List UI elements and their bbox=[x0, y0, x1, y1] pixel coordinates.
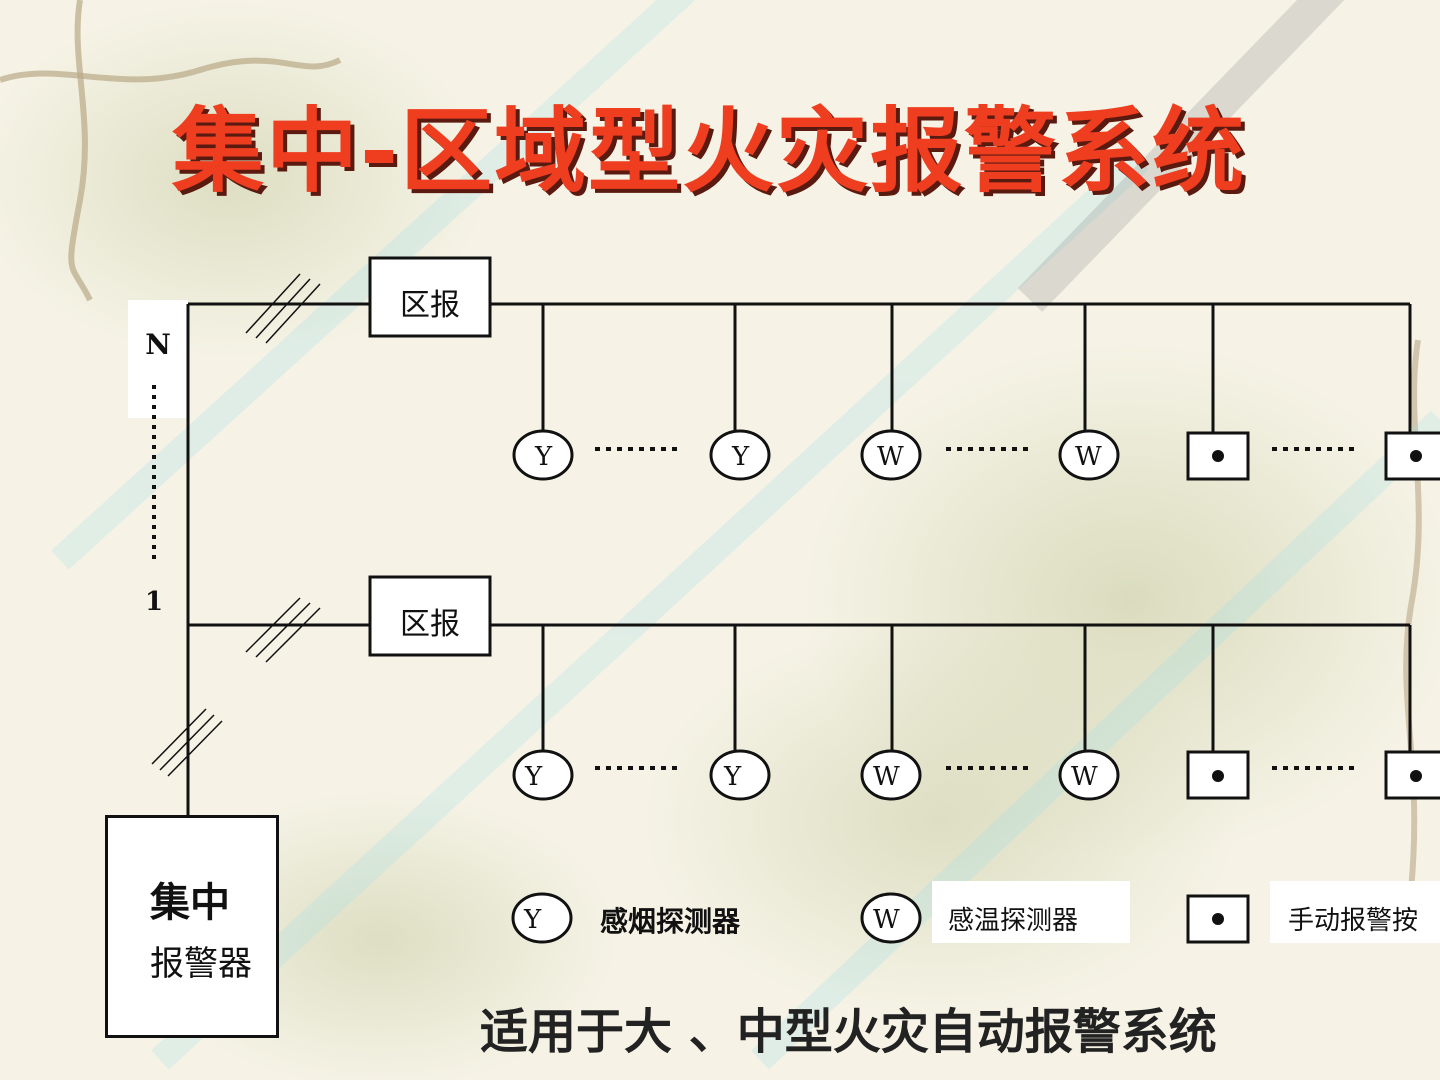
heat-detector-letter: W bbox=[1071, 762, 1098, 792]
central-controller-box: 集中 报警器 bbox=[105, 815, 279, 1038]
heat-detector-symbol bbox=[860, 429, 922, 481]
heat-detector-symbol bbox=[1058, 749, 1120, 801]
central-controller-line2: 报警器 bbox=[150, 944, 252, 984]
zone-row-bottom: Y Y W W bbox=[188, 575, 1440, 801]
heat-detector-symbol bbox=[860, 749, 922, 801]
page-title: 集中-区域型火灾报警系统 bbox=[172, 98, 1247, 205]
smoke-detector-symbol bbox=[709, 749, 771, 801]
zone-controller-label-top: 区报 bbox=[400, 288, 460, 323]
zone-row-top: Y Y W W bbox=[188, 256, 1440, 481]
manual-call-point-symbol bbox=[1384, 431, 1440, 481]
heat-detector-letter: W bbox=[1075, 442, 1102, 472]
legend-heat-backing bbox=[932, 881, 1130, 943]
numbering-bottom: 1 bbox=[145, 587, 163, 617]
cable-mark bbox=[245, 597, 321, 663]
cable-mark bbox=[151, 708, 223, 777]
numbering-top: N bbox=[145, 328, 171, 361]
smoke-detector-letter: Y bbox=[731, 442, 750, 472]
legend-manual-label: 手动报警按 bbox=[1288, 906, 1419, 936]
legend-heat-letter: W bbox=[873, 905, 900, 935]
legend-heat-label: 感温探测器 bbox=[948, 906, 1079, 936]
zone-controller-box bbox=[368, 256, 492, 338]
central-controller-line1: 集中 bbox=[150, 879, 230, 926]
cable-mark bbox=[245, 273, 321, 344]
legend-smoke-letter: Y bbox=[523, 905, 542, 935]
smoke-detector-symbol bbox=[512, 749, 574, 801]
legend-heat-symbol bbox=[860, 892, 922, 944]
smoke-detector-symbol bbox=[512, 429, 574, 481]
heat-detector-symbol bbox=[1058, 429, 1120, 481]
legend-manual-backing: 手动报警按 bbox=[1270, 881, 1440, 943]
legend-smoke-label: 感烟探测器 bbox=[600, 905, 741, 938]
footer-caption: 适用于大 、中型火灾自动报警系统 bbox=[480, 1004, 1217, 1060]
heat-detector-letter: W bbox=[877, 442, 904, 472]
zone-controller-label-bottom: 区报 bbox=[400, 607, 460, 642]
zone-controller-box bbox=[368, 575, 492, 657]
smoke-detector-letter: Y bbox=[534, 442, 553, 472]
smoke-detector-letter: Y bbox=[524, 762, 543, 792]
numbering-backing bbox=[128, 300, 188, 418]
legend-smoke-symbol bbox=[511, 892, 573, 944]
smoke-detector-symbol bbox=[709, 429, 771, 481]
heat-detector-letter: W bbox=[873, 762, 900, 792]
smoke-detector-letter: Y bbox=[723, 762, 742, 792]
